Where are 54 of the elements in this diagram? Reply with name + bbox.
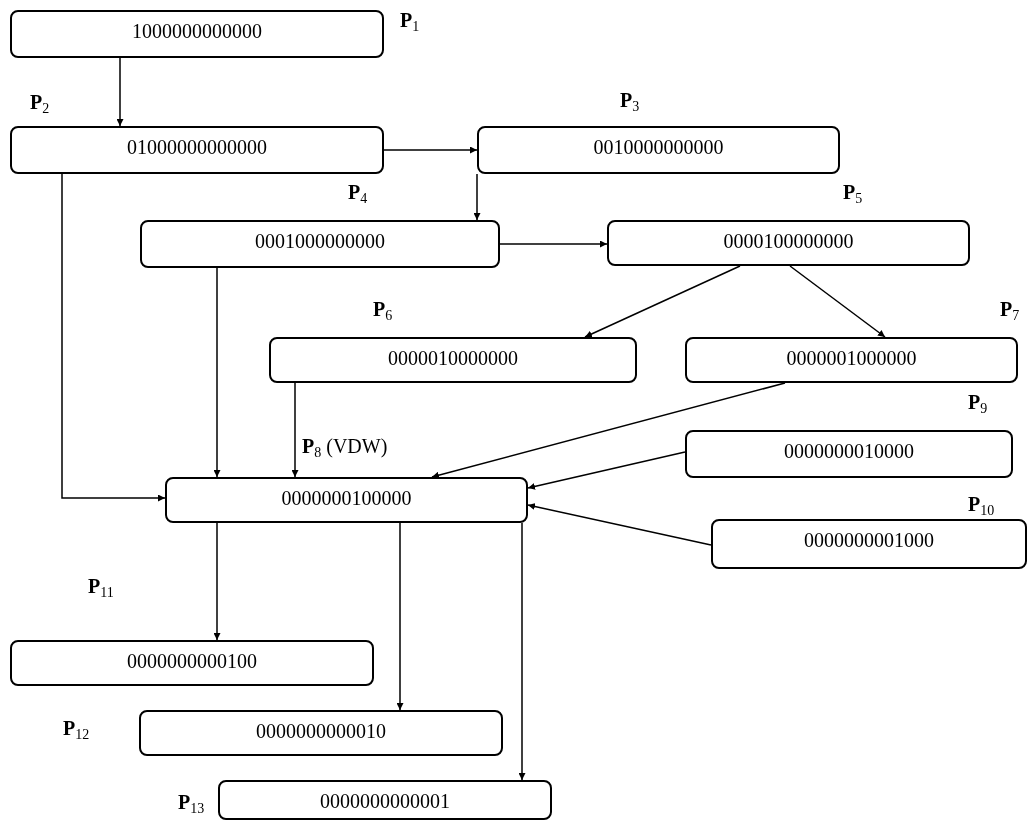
arrow [396,522,404,711]
process-box [10,126,384,174]
arrow [518,522,526,781]
arrow [213,267,221,478]
binary-code: 0000000000100 [127,649,257,674]
node-label: P$_{10}$ [968,492,995,516]
process-box [269,337,637,383]
binary-code: 0001000000000 [255,229,385,254]
binary-code: 0000000010000 [784,439,914,464]
binary-code: 0000000000010 [256,719,386,744]
binary-code: 0000010000000 [388,346,518,371]
process-box [711,519,1027,569]
arrow [499,240,608,248]
node-label: P$_{8}$ (VDW) [302,434,388,458]
node-label: P$_{3}$ [620,88,640,112]
binary-code: 0000000001000 [804,528,934,553]
binary-code: 0000000100000 [281,486,412,511]
binary-code: 0000000000001 [320,789,450,814]
node-label: P$_{2}$ [30,90,50,114]
arrow [527,503,712,546]
node-label: P$_{1}$ [400,8,420,32]
process-box [10,10,384,58]
process-box [139,710,503,756]
arrow [213,522,221,641]
arrow [61,173,166,502]
node-label: P$_{4}$ [348,180,368,204]
arrow [789,265,886,338]
arrow [116,57,124,127]
binary-code: 0010000000000 [593,135,724,160]
node-label: P$_{7}$ [1000,297,1020,321]
process-box [165,477,528,523]
process-box [685,430,1013,478]
arrow [527,451,686,490]
arrow [473,173,481,221]
binary-code: 0000100000000 [723,229,854,254]
binary-code: 1000000000000 [132,19,262,44]
arrow [584,265,741,338]
node-label: P$_{9}$ [968,390,988,414]
arrow [291,382,299,478]
process-box [477,126,840,174]
process-box [607,220,970,266]
binary-code: 01000000000000 [127,135,267,160]
node-label: P$_{5}$ [843,180,863,204]
node-label: P$_{12}$ [63,716,90,740]
node-label: P$_{13}$ [178,790,205,814]
process-box [140,220,500,268]
node-label: P$_{6}$ [373,297,393,321]
process-box [685,337,1018,383]
binary-code: 0000001000000 [786,346,917,371]
process-box [218,780,552,820]
node-label: P$_{11}$ [88,574,114,598]
arrow [383,146,478,154]
process-box [10,640,374,686]
arrow [431,382,786,479]
